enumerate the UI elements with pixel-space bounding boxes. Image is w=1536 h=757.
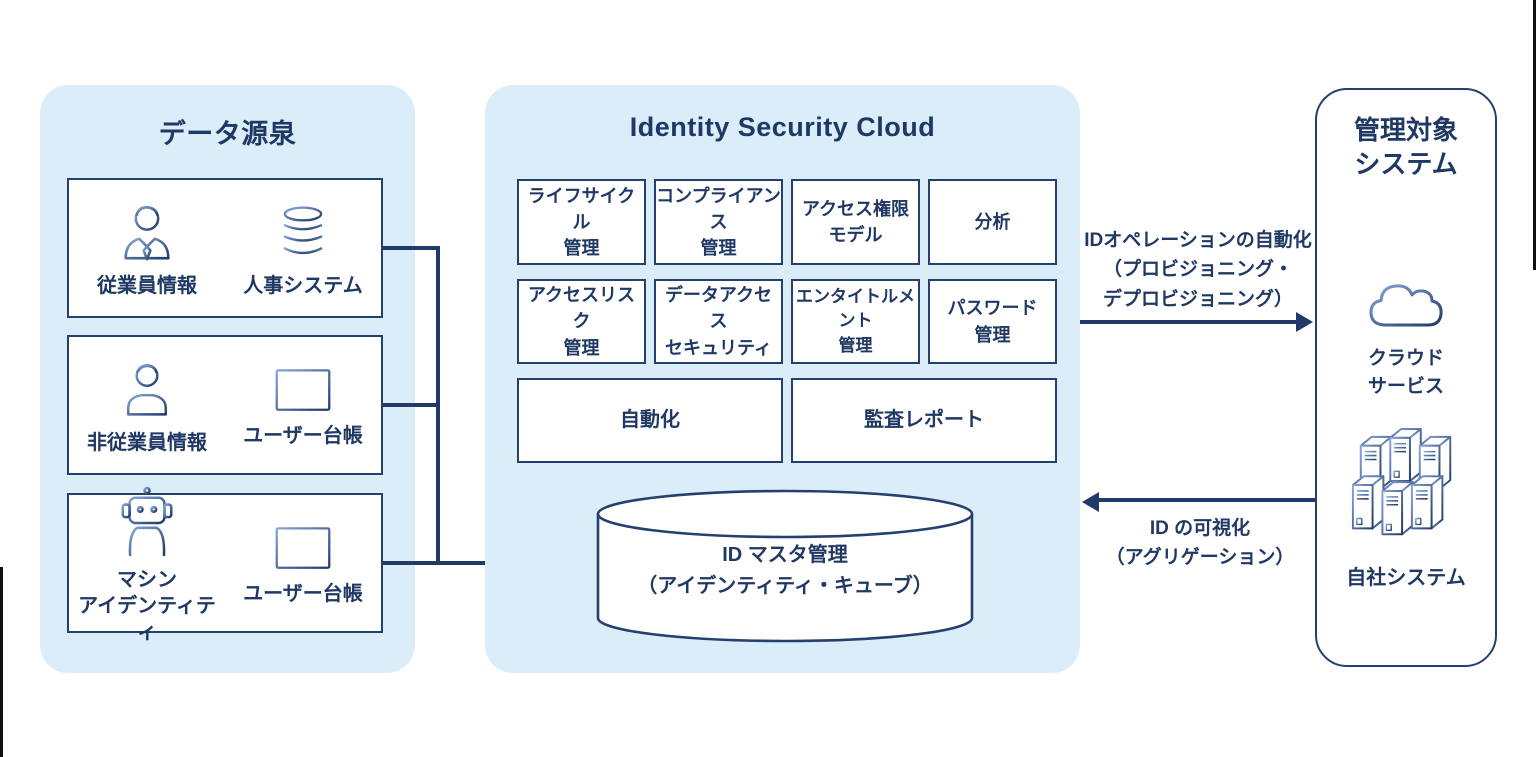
data-sources-title: データ源泉 bbox=[158, 119, 297, 149]
spreadsheet-icon bbox=[273, 366, 333, 414]
inhouse-systems-label: 自社システム bbox=[1346, 567, 1466, 589]
connector-box2-line bbox=[383, 403, 440, 407]
flow-bottom-arrow-line bbox=[1097, 498, 1315, 502]
right-edge-artifact bbox=[1533, 0, 1536, 270]
source-box-employee: 従業員情報 人事システム bbox=[67, 178, 383, 318]
managed-systems-panel: 管理対象 システム クラウド サービス bbox=[1315, 88, 1497, 667]
capability-access-model: アクセス権限モデル bbox=[791, 179, 920, 265]
servers-icon bbox=[1317, 426, 1495, 552]
flow-top-arrowhead bbox=[1296, 312, 1313, 332]
capability-lifecycle-management: ライフサイクル管理 bbox=[517, 179, 646, 265]
flow-bottom-arrowhead bbox=[1082, 492, 1099, 512]
robot-icon bbox=[116, 486, 178, 558]
capability-analytics: 分析 bbox=[928, 179, 1057, 265]
flow-top-label: IDオペレーションの自動化 （プロビジョニング・ デプロビジョニング） bbox=[1084, 230, 1312, 310]
source-item-label: 非従業員情報 bbox=[87, 431, 207, 454]
flow-top-arrow-line bbox=[1080, 320, 1298, 324]
flow-bottom-label: ID の可視化 （アグリゲーション） bbox=[1105, 518, 1295, 569]
source-item-machine-identity: マシン アイデンティティ bbox=[69, 486, 225, 643]
capability-audit-report: 監査レポート bbox=[791, 378, 1057, 463]
capability-entitlement-management: エンタイトルメント管理 bbox=[791, 279, 920, 364]
connector-to-cylinder-line bbox=[383, 561, 582, 565]
cloud-service-label: クラウド サービス bbox=[1367, 348, 1444, 397]
capability-compliance-management: コンプライアンス管理 bbox=[654, 179, 783, 265]
source-item-label: 人事システム bbox=[243, 274, 363, 297]
source-item-label: ユーザー台帳 bbox=[243, 424, 363, 447]
cloud-icon bbox=[1317, 274, 1495, 334]
source-box-non-employee: 非従業員情報 ユーザー台帳 bbox=[67, 335, 383, 475]
capability-access-risk-management: アクセスリスク管理 bbox=[517, 279, 646, 364]
left-edge-artifact bbox=[0, 567, 3, 757]
id-master-cylinder: ID マスタ管理 （アイデンティティ・キューブ） bbox=[595, 488, 975, 645]
identity-security-cloud-title: Identity Security Cloud bbox=[629, 112, 936, 142]
person-icon bbox=[117, 359, 177, 421]
capability-data-access-security: データアクセスセキュリティ bbox=[654, 279, 783, 364]
source-item-hr-system: 人事システム bbox=[225, 180, 381, 316]
source-item-label: ユーザー台帳 bbox=[243, 582, 363, 605]
capability-automation: 自動化 bbox=[517, 378, 783, 463]
connector-bus-line bbox=[436, 246, 440, 565]
connector-box1-line bbox=[383, 246, 440, 250]
spreadsheet-icon bbox=[273, 524, 333, 572]
cylinder-shape bbox=[596, 489, 974, 643]
id-master-label: ID マスタ管理 （アイデンティティ・キューブ） bbox=[637, 544, 933, 597]
source-item-non-employee-info: 非従業員情報 bbox=[69, 337, 225, 473]
database-icon bbox=[274, 202, 332, 264]
source-item-user-ledger: ユーザー台帳 bbox=[225, 495, 381, 631]
source-item-employee-info: 従業員情報 bbox=[69, 180, 225, 316]
source-item-label: マシン アイデンティティ bbox=[78, 568, 216, 643]
source-item-user-ledger: ユーザー台帳 bbox=[225, 337, 381, 473]
capability-password-management: パスワード管理 bbox=[928, 279, 1057, 364]
employee-icon bbox=[116, 202, 178, 264]
source-box-machine-identity: マシン アイデンティティ ユーザー台帳 bbox=[67, 486, 383, 643]
source-item-label: 従業員情報 bbox=[97, 274, 197, 297]
managed-systems-title: 管理対象 システム bbox=[1353, 115, 1458, 179]
